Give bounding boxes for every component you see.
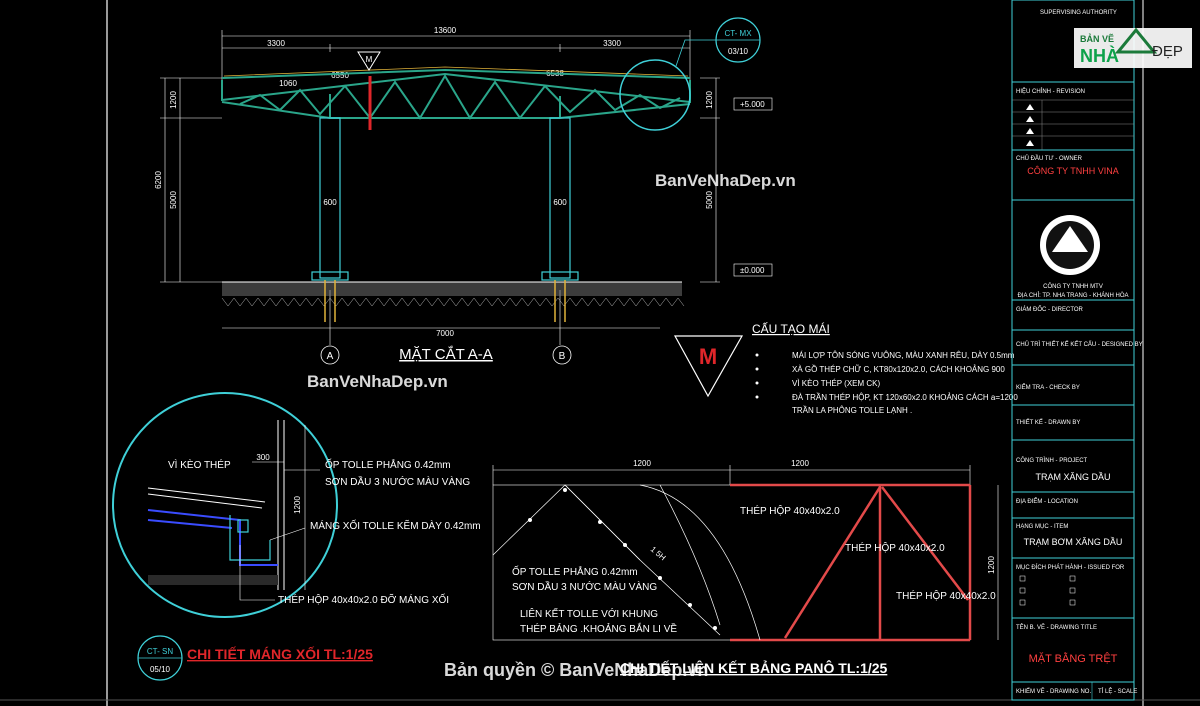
roof-spec-item-5: TRẦN LA PHÔNG TOLLE LẠNH . xyxy=(792,405,912,415)
gutter-note-2: SƠN DẦU 3 NƯỚC MÀU VÀNG xyxy=(325,475,470,488)
gutter-callout-top: CT- SN xyxy=(147,647,173,656)
panel-note-1: ỐP TOLLE PHẲNG 0.42mm xyxy=(512,564,638,578)
roof-spec-title: CẤU TẠO MÁI xyxy=(752,321,830,336)
section-a-a: 13600 3300 3300 1060 6550 6538 7000 1200… xyxy=(154,17,773,365)
tb-drawing-no: KHIẾM VẼ - DRAWING NO. xyxy=(1016,688,1091,695)
panel-steel-2: THÉP HỘP 40x40x2.0 xyxy=(845,541,945,554)
panel-dim-diag: 1 5H xyxy=(649,545,668,563)
logo-part-3: ĐẸP xyxy=(1152,43,1183,60)
section-mark: M xyxy=(366,55,373,64)
panel-steel-1: THÉP HỘP 40x40x2.0 xyxy=(740,504,840,517)
roof-spec-mark: M xyxy=(699,344,717,369)
col-b-width: 600 xyxy=(553,198,567,207)
tb-drawing-label: TÊN B. VẼ - DRAWING TITLE xyxy=(1016,623,1097,631)
panel-dim-2: 1200 xyxy=(791,459,809,468)
gutter-label-truss: VÌ KÈO THÉP xyxy=(168,458,231,471)
gutter-title: CHI TIẾT MÁNG XỐI TL:1/25 xyxy=(187,645,373,662)
gutter-dim-300: 300 xyxy=(256,453,270,462)
gutter-note-1: ỐP TOLLE PHẲNG 0.42mm xyxy=(325,457,451,471)
gutter-detail: 300 1200 VÌ KÈO THÉP ỐP TOLLE PHẲNG 0.42… xyxy=(112,392,481,681)
dim-roof-2: 6550 xyxy=(331,71,349,80)
panel-dim-right: 1200 xyxy=(987,556,996,574)
gutter-dim-1200: 1200 xyxy=(293,496,302,514)
panel-detail: 1200 1200 1200 1 5H THÉP HỘP 40x40x2.0 T… xyxy=(492,459,999,676)
tb-address: ĐỊA CHỈ: TP. NHA TRANG - KHÁNH HÒA xyxy=(1017,292,1128,299)
roof-spec-item-2: XÀ GỒ THÉP CHỮ C, KT80x120x2.0, CÁCH KHO… xyxy=(792,364,1005,374)
gutter-note-3: MÁNG XỐI TOLLE KẼM DÀY 0.42mm xyxy=(310,518,481,532)
tb-drawer: THIẾT KẾ - DRAWN BY xyxy=(1016,419,1080,426)
site-logo: BẢN VẼ NHÀ ĐẸP xyxy=(1074,27,1192,68)
tb-project-label: CÔNG TRÌNH - PROJECT xyxy=(1016,457,1088,464)
watermark-1: BanVeNhaDep.vn xyxy=(655,171,796,190)
house-icon xyxy=(1114,27,1158,54)
title-block: SUPERVISING AUTHORITY HIỆU CHỈNH - REVIS… xyxy=(1011,0,1143,701)
tb-checker: KIỂM TRA - CHECK BY xyxy=(1016,384,1080,391)
tb-drawing-title: MẶT BẰNG TRỆT xyxy=(1029,652,1118,665)
tb-item: TRẠM BƠM XĂNG DẦU xyxy=(1024,537,1123,547)
dim-right-cantilever: 3300 xyxy=(603,39,621,48)
tb-header: SUPERVISING AUTHORITY xyxy=(1040,10,1117,16)
dim-left-cantilever: 3300 xyxy=(267,39,285,48)
gutter-detail-circle xyxy=(112,392,338,618)
dim-left-6200: 6200 xyxy=(154,171,163,189)
callout-ref-bottom: 03/10 xyxy=(728,47,749,56)
col-a-width: 600 xyxy=(323,198,337,207)
logo-part-1: BẢN VẼ xyxy=(1080,33,1114,44)
panel-note-4: THÉP BẢNG .KHOẢNG BẮN LI VỀ xyxy=(520,622,677,635)
tb-director: GIÁM ĐỐC - DIRECTOR xyxy=(1016,306,1084,313)
tb-owner: CÔNG TY TNHH VINA xyxy=(1027,166,1119,176)
level-ground: ±0.000 xyxy=(740,266,765,275)
dim-roof-1: 1060 xyxy=(279,79,297,88)
tb-revision: HIỆU CHỈNH - REVISION xyxy=(1016,87,1085,95)
dim-left-1200: 1200 xyxy=(169,91,178,109)
roof-spec-item-1: MÁI LỢP TÔN SÓNG VUÔNG, MÀU XANH RÊU, DÀ… xyxy=(792,351,1015,360)
panel-dim-1: 1200 xyxy=(633,459,651,468)
roof-spec-item-3: VÌ KÈO THÉP (XEM CK) xyxy=(792,379,881,388)
columns xyxy=(311,117,579,281)
tb-owner-label: CHỦ ĐẦU TƯ - OWNER xyxy=(1016,155,1083,162)
callout-ref-top: CT- MX xyxy=(724,29,752,38)
tb-designer: CHỦ TRÌ THIẾT KẾ KẾT CẤU - DESIGNED BY xyxy=(1016,341,1143,348)
watermark-2: BanVeNhaDep.vn xyxy=(307,372,448,391)
tb-location-label: ĐỊA ĐIỂM - LOCATION xyxy=(1016,498,1078,505)
logo-part-2: NHÀ xyxy=(1080,45,1119,66)
tb-item-label: HẠNG MỤC - ITEM xyxy=(1016,524,1068,530)
dim-right-1200: 1200 xyxy=(705,91,714,109)
tb-company: CÔNG TY TNHH MTV xyxy=(1043,283,1103,290)
grid-a-label: A xyxy=(327,351,334,362)
dim-left-5000: 5000 xyxy=(169,191,178,209)
detail-callout-circle xyxy=(619,59,691,131)
panel-note-2: SƠN DẦU 3 NƯỚC MÀU VÀNG xyxy=(512,580,657,593)
roof-spec: M CẤU TẠO MÁI MÁI LỢP TÔN SÓNG VUÔNG, MÀ… xyxy=(673,321,1018,415)
tb-issue-label: MỤC ĐÍCH PHÁT HÀNH - ISSUED FOR xyxy=(1016,564,1125,571)
section-title: MẶT CẮT A-A xyxy=(399,345,493,363)
panel-steel-3: THÉP HỘP 40x40x2.0 xyxy=(896,589,996,602)
roof-spec-item-4: ĐÀ TRẦN THÉP HỘP, KT 120x60x2.0 KHOẢNG C… xyxy=(792,392,1018,402)
dim-right-5000: 5000 xyxy=(705,191,714,209)
tb-project: TRẠM XĂNG DẦU xyxy=(1035,472,1110,482)
dim-column-spacing: 7000 xyxy=(436,329,454,338)
gutter-callout-bottom: 05/10 xyxy=(150,665,171,674)
panel-title: CHI TIẾT LIÊN KẾT BẢNG PANÔ TL:1/25 xyxy=(620,659,888,676)
level-top: +5.000 xyxy=(740,100,765,109)
dim-overall: 13600 xyxy=(434,26,457,35)
gutter-note-4: THÉP HỘP 40x40x2.0 ĐỠ MÁNG XỐI xyxy=(278,592,449,606)
copyright-watermark: Bản quyền © BanVeNhaDep.vn xyxy=(444,660,708,680)
panel-note-3: LIÊN KẾT TOLLE VỚI KHUNG xyxy=(520,607,658,620)
tb-scale: TỈ LỆ - SCALE xyxy=(1098,687,1137,695)
grid-b-label: B xyxy=(559,351,566,362)
